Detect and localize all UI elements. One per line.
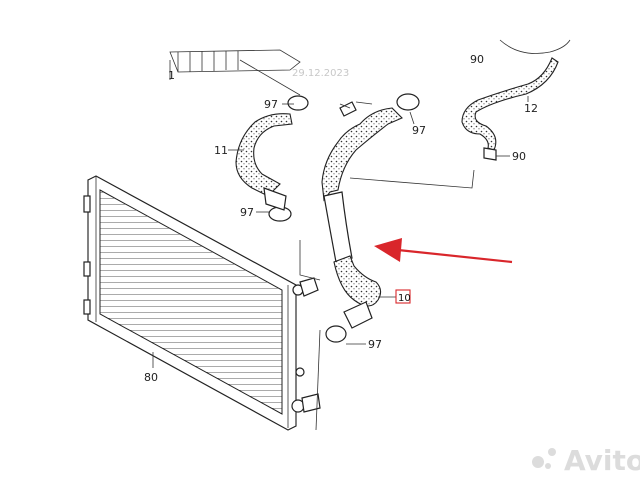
label-12: 12 — [524, 102, 538, 115]
label-10: 10 — [398, 293, 411, 304]
hose-12 — [461, 57, 559, 161]
avito-logo-icon — [532, 448, 556, 469]
label-80: 80 — [144, 371, 158, 384]
label-97-d: 97 — [368, 338, 382, 351]
reservoir-outline — [499, 39, 571, 54]
label-97-a: 97 — [264, 98, 278, 111]
label-97-c: 97 — [412, 124, 426, 137]
radiator — [83, 175, 321, 431]
label-1: 1 — [168, 69, 175, 82]
red-arrow-icon — [374, 238, 513, 264]
connector-line-d — [339, 103, 351, 109]
leader-97-c — [409, 111, 415, 125]
label-90-b: 90 — [512, 150, 526, 163]
hose-10 — [321, 93, 420, 343]
label-11: 11 — [214, 144, 228, 157]
connector-line-c — [315, 329, 321, 431]
watermark-text: Avito — [564, 444, 640, 477]
connector-line-e — [355, 101, 373, 105]
label-90-a: 90 — [470, 53, 484, 66]
date-stamp: 29.12.2023 — [292, 68, 349, 79]
connector-line-b — [299, 240, 321, 281]
highlight-box-10 — [395, 289, 411, 304]
top-cut-part — [169, 49, 301, 96]
hose-11 — [235, 95, 309, 222]
label-97-b: 97 — [240, 206, 254, 219]
connector-line-a — [349, 169, 475, 189]
